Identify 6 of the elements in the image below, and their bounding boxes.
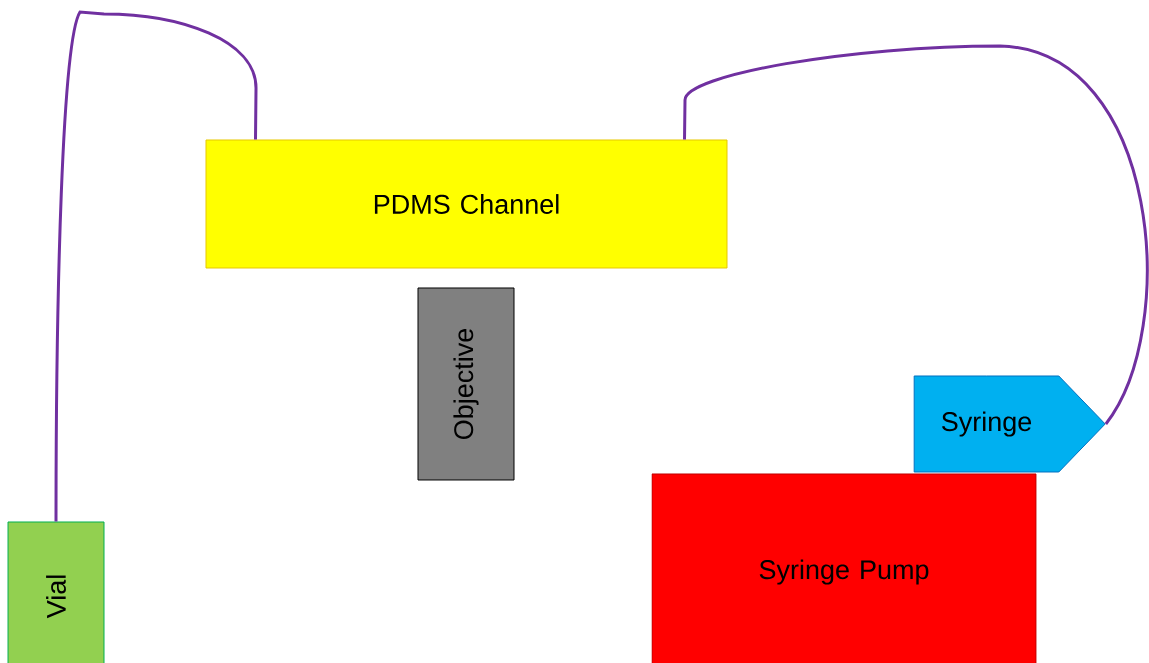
objective-box: Objective bbox=[417, 287, 515, 481]
pump-box: Syringe Pump bbox=[651, 473, 1037, 663]
channel-box: PDMS Channel bbox=[205, 139, 728, 269]
tube-line bbox=[683, 44, 1149, 425]
tube-line bbox=[54, 10, 258, 522]
vial-box: Vial bbox=[7, 521, 105, 663]
